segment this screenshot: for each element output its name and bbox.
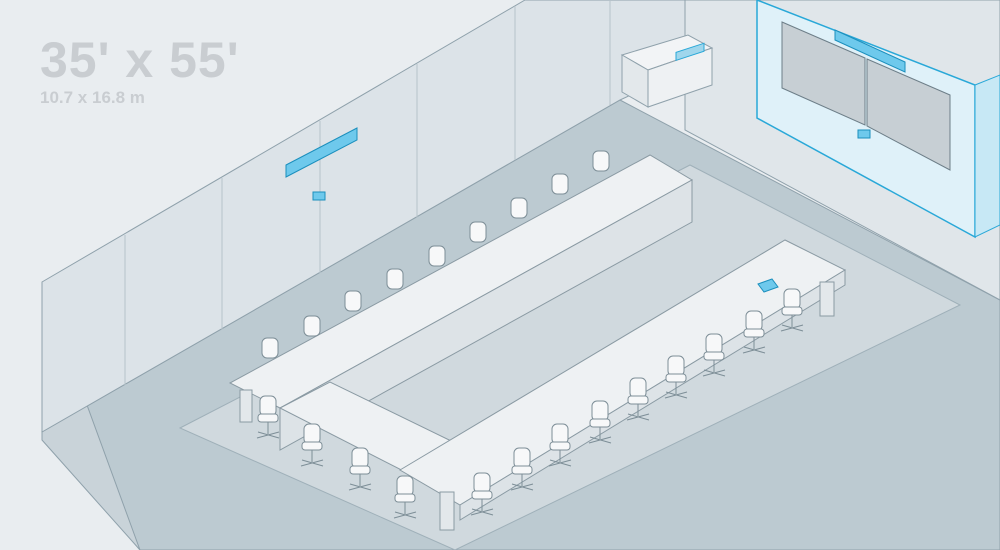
chair xyxy=(469,221,487,243)
chair xyxy=(664,355,688,399)
chair xyxy=(348,447,372,491)
dimensions-metric: 10.7 x 16.8 m xyxy=(40,88,145,107)
wall-camera-icon xyxy=(312,191,326,201)
display-screen-right xyxy=(866,58,951,171)
chair xyxy=(300,423,324,467)
chair xyxy=(256,395,280,439)
video-bar xyxy=(834,29,906,73)
chair xyxy=(470,472,494,516)
chair xyxy=(548,423,572,467)
chair xyxy=(510,197,528,219)
chair xyxy=(592,150,610,172)
chair xyxy=(393,475,417,519)
chair xyxy=(261,337,279,359)
chair xyxy=(551,173,569,195)
display-screen-left xyxy=(781,21,866,126)
camera-icon xyxy=(857,129,871,139)
dimensions-imperial: 35' x 55' xyxy=(40,32,240,88)
chair xyxy=(626,377,650,421)
chair xyxy=(386,268,404,290)
chair xyxy=(742,310,766,354)
chair xyxy=(780,288,804,332)
chairs xyxy=(256,150,804,519)
room-dimensions: 35' x 55' 10.7 x 16.8 m xyxy=(40,34,240,108)
wall-panel-lines xyxy=(124,0,611,385)
chair xyxy=(510,447,534,491)
chair xyxy=(428,245,446,267)
wall-video-bar xyxy=(285,127,358,178)
display-wall xyxy=(756,0,1000,239)
chair xyxy=(702,333,726,377)
chair xyxy=(344,290,362,312)
chair xyxy=(588,400,612,444)
table-phone xyxy=(757,278,779,293)
chair xyxy=(303,315,321,337)
conference-tables xyxy=(228,154,847,531)
credenza-cabinet xyxy=(620,34,714,108)
